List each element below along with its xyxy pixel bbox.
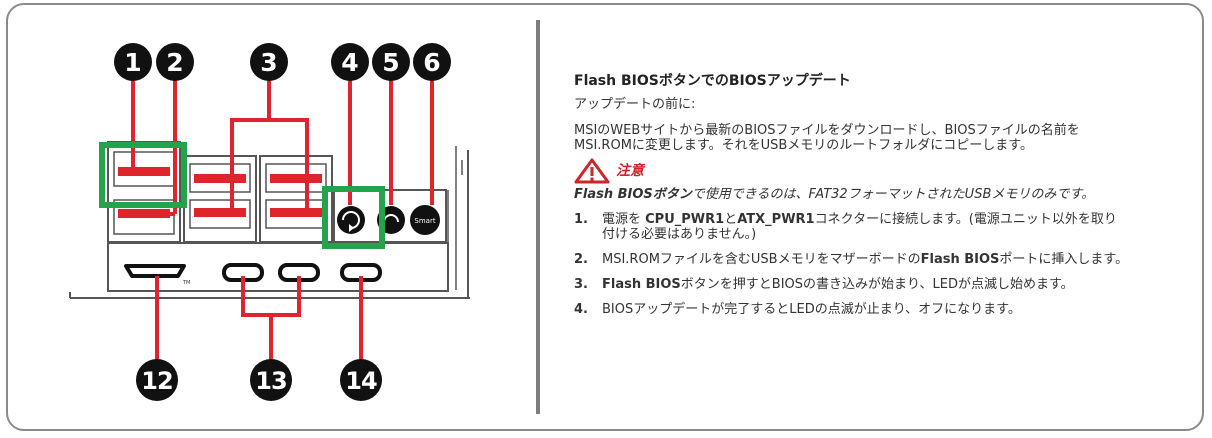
step-text: Flash BIOSボタンを押すとBIOSの書き込みが始まり、LEDが点滅し始め…	[602, 277, 1074, 292]
highlight-usb-flash-port	[99, 142, 187, 208]
step-1-text-e: 付ける必要はありません。)	[602, 227, 757, 242]
panel-frame	[6, 3, 1204, 431]
list-item: 1. 電源を CPU_PWR1とATX_PWR1コネクターに接続します。(電源ユ…	[574, 212, 1186, 242]
callout-13-label: 13	[255, 367, 286, 395]
list-item: 3. Flash BIOSボタンを押すとBIOSの書き込みが始まり、LEDが点滅…	[574, 277, 1186, 292]
callout-14	[340, 359, 382, 401]
callout-1	[114, 43, 152, 81]
before-label: アップデートの前に:	[574, 97, 696, 112]
step-number: 3.	[574, 277, 588, 292]
callout-3	[250, 43, 288, 81]
step-3-text-c: ボタンを押すとBIOSの書き込みが始まり、LEDが点滅し始めます。	[680, 277, 1074, 292]
note-rest: で使用できるのは、FAT32フォーマットされたUSBメモリのみです。	[691, 187, 1095, 202]
usb-stack-1	[107, 141, 181, 243]
hdmi-tm-mark: TM	[182, 280, 190, 286]
hdmi-port: TM	[124, 264, 190, 286]
flash-bios-arrow-icon	[342, 211, 360, 229]
step-2-text-c: ポートに挿入します。	[999, 252, 1129, 267]
callout-6-label: 6	[423, 48, 440, 77]
callout-12-label: 12	[141, 367, 172, 395]
step-1-text-a: 電源を	[602, 212, 646, 227]
rear-io-diagram: Smart TM 1 2 3 4 5 6 12 13 14	[69, 43, 470, 401]
before-text-line-1: MSIのWEBサイトから最新のBIOSファイルをダウンロードし、BIOSファイル…	[574, 123, 1080, 138]
callout-3-label: 3	[260, 48, 277, 77]
before-text: MSIのWEBサイトから最新のBIOSファイルをダウンロードし、BIOSファイル…	[574, 123, 1186, 153]
callout-5	[372, 43, 410, 81]
list-item: 4. BIOSアップデートが完了するとLEDの点滅が止まり、オフになります。	[574, 302, 1186, 317]
step-text: MSI.ROMファイルを含むUSBメモリをマザーボードのFlash BIOSポー…	[602, 252, 1128, 267]
callout-2	[156, 43, 194, 81]
callout-leaders-top	[131, 78, 434, 216]
callout-6	[413, 43, 451, 81]
step-1-atx-pwr: ATX_PWR1	[737, 212, 815, 227]
step-1-text-c: と	[724, 212, 738, 227]
warning-icon	[574, 158, 610, 184]
step-1-text-d: コネクターに接続します。(電源ユニット以外を取り	[814, 212, 1117, 227]
callout-13	[250, 359, 292, 401]
caution-label: 注意	[616, 162, 644, 179]
highlight-flash-bios-button	[322, 186, 385, 249]
usb-stack-2	[183, 155, 257, 243]
note-bold: Flash BIOSボタン	[574, 187, 692, 202]
instructions-panel: Flash BIOSボタンでのBIOSアップデート アップデートの前に: MSI…	[574, 74, 1186, 327]
callout-2-label: 2	[166, 48, 183, 77]
smart-button[interactable]	[410, 205, 440, 235]
step-text: BIOSアップデートが完了するとLEDの点滅が止まり、オフになります。	[602, 302, 1021, 317]
usb-stack-3	[259, 155, 333, 243]
step-number: 2.	[574, 252, 588, 267]
flash-bios-arrowhead-icon	[349, 224, 354, 232]
step-3-flash-bios: Flash BIOS	[602, 277, 681, 292]
step-text: 電源を CPU_PWR1とATX_PWR1コネクターに接続します。(電源ユニット…	[602, 212, 1117, 242]
step-number: 4.	[574, 302, 588, 317]
callout-4-label: 4	[341, 48, 358, 77]
step-2-text-a: MSI.ROMファイルを含むUSBメモリをマザーボードの	[602, 252, 921, 267]
step-number: 1.	[574, 212, 588, 227]
steps-list: 1. 電源を CPU_PWR1とATX_PWR1コネクターに接続します。(電源ユ…	[574, 212, 1186, 317]
callout-4	[331, 43, 369, 81]
caution-note: Flash BIOSボタンで使用できるのは、FAT32フォーマットされたUSBメ…	[574, 187, 1186, 202]
flash-bios-button[interactable]	[337, 206, 365, 234]
callout-12	[136, 359, 178, 401]
step-4-text-a: BIOSアップデートが完了するとLEDの点滅が止まり、オフになります。	[602, 302, 1021, 317]
callout-1-label: 1	[124, 48, 141, 77]
board-base	[69, 146, 470, 299]
smart-button-label: Smart	[414, 217, 435, 225]
step-1-cpu-pwr: CPU_PWR1	[645, 212, 725, 227]
callout-14-label: 14	[345, 367, 377, 395]
before-text-line-2: MSI.ROMに変更します。それをUSBメモリのルートフォルダにコピーします。	[574, 138, 1034, 153]
callout-5-label: 5	[382, 48, 399, 77]
caution-header: 注意	[574, 158, 1186, 184]
callouts: 1 2 3 4 5 6 12 13 14	[114, 43, 451, 401]
callout-leaders-bottom	[155, 276, 363, 362]
step-2-flash-bios: Flash BIOS	[920, 252, 1000, 267]
column-divider	[536, 20, 540, 414]
list-item: 2. MSI.ROMファイルを含むUSBメモリをマザーボードのFlash BIO…	[574, 252, 1186, 267]
section-title: Flash BIOSボタンでのBIOSアップデート	[574, 73, 851, 89]
